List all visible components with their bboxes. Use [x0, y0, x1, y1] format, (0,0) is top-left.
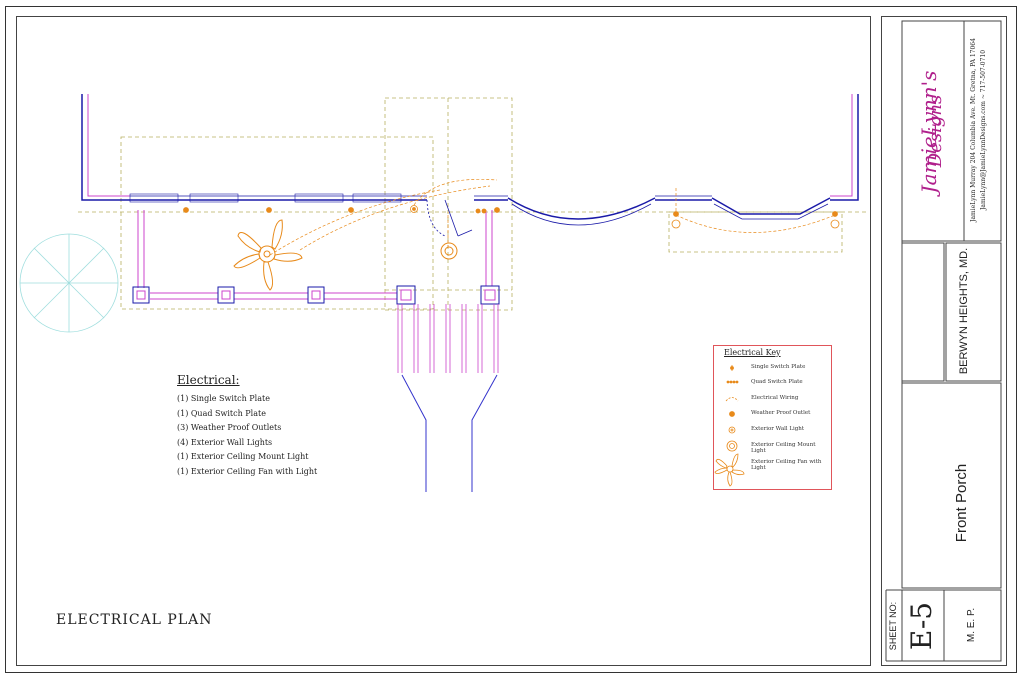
title-block: JamieLynn's Designs JamieLynn Murray 204…	[881, 16, 1007, 666]
notes-heading: Electrical:	[177, 373, 240, 387]
project-location: BERWYN HEIGHTS, MD.	[956, 246, 972, 376]
wall-light-icon	[728, 426, 736, 434]
electrical-wiring	[269, 179, 836, 256]
drawing-area	[16, 16, 871, 666]
ceiling-fan-icon	[714, 453, 745, 487]
outlet-icon	[729, 411, 735, 417]
plan-label: ELECTRICAL PLAN	[56, 612, 213, 628]
electrical-fixtures	[183, 205, 840, 229]
key-symbols	[714, 365, 745, 487]
brand-line2: Designs	[925, 94, 946, 168]
notes-item: (4) Exterior Wall Lights	[177, 437, 273, 447]
key-item: Exterior Ceiling Mount Light	[751, 442, 816, 454]
brand-designs: Designs	[924, 71, 948, 191]
porch-columns	[132, 285, 500, 305]
sheet-no-label-text: SHEET NO:	[888, 601, 898, 651]
notes-item: (1) Quad Switch Plate	[177, 408, 266, 418]
address-text: JamieLynn Murray 204 Columbia Ave. Mt. G…	[970, 38, 977, 222]
quad-switch-icon	[726, 380, 739, 384]
notes-item: (3) Weather Proof Outlets	[177, 423, 282, 432]
key-item: Exterior Wall Light	[751, 426, 805, 432]
key-item: Single Switch Plate	[751, 364, 806, 370]
door-swing	[426, 199, 473, 237]
title-block-grid	[885, 20, 1002, 662]
sheet-number-text: E-5	[905, 601, 938, 651]
tree-symbol	[19, 233, 119, 333]
single-switch-icon	[730, 365, 734, 371]
steps	[397, 304, 499, 373]
ceiling-light-icon	[726, 440, 738, 452]
house-walls	[81, 94, 859, 226]
key-item: Quad Switch Plate	[751, 379, 803, 385]
brand-address: JamieLynn Murray 204 Columbia Ave. Mt. G…	[969, 25, 979, 235]
drawing-title: Front Porch	[951, 433, 973, 573]
location-text: BERWYN HEIGHTS, MD.	[958, 247, 970, 375]
key-heading: Electrical Key	[724, 348, 781, 357]
sheet-number: E-5	[905, 591, 939, 661]
sheet-border	[5, 6, 1017, 673]
ceiling-mount-light	[440, 242, 458, 260]
discipline-text: M. E. P.	[966, 607, 977, 643]
wiring-icon	[725, 397, 739, 402]
ceiling-fan	[233, 219, 303, 291]
contact-text: JamieLynn@JamieLynnDesigns.com ~ 717-507…	[980, 49, 987, 211]
notes-item: (1) Single Switch Plate	[177, 394, 270, 403]
key-item: Electrical Wiring	[751, 395, 799, 401]
drawing-title-text: Front Porch	[953, 463, 970, 543]
porch-outline	[78, 97, 866, 311]
porch-railing	[137, 210, 493, 300]
key-item: Exterior Ceiling Fan with Light	[751, 459, 822, 471]
notes-item: (1) Exterior Ceiling Fan with Light	[177, 466, 318, 476]
sheet-discipline: M. E. P.	[964, 590, 980, 660]
notes-item: (1) Exterior Ceiling Mount Light	[177, 452, 309, 461]
sheet-no-label: SHEET NO:	[887, 591, 899, 661]
walkway	[401, 374, 498, 492]
electrical-notes: Electrical: (1) Single Switch Plate (1) …	[177, 372, 317, 479]
electrical-key: Electrical Key Single Switch Plate	[713, 345, 832, 490]
key-item: Weather Proof Outlet	[751, 410, 811, 416]
brand-contact: JamieLynn@JamieLynnDesigns.com ~ 717-507…	[979, 25, 989, 235]
